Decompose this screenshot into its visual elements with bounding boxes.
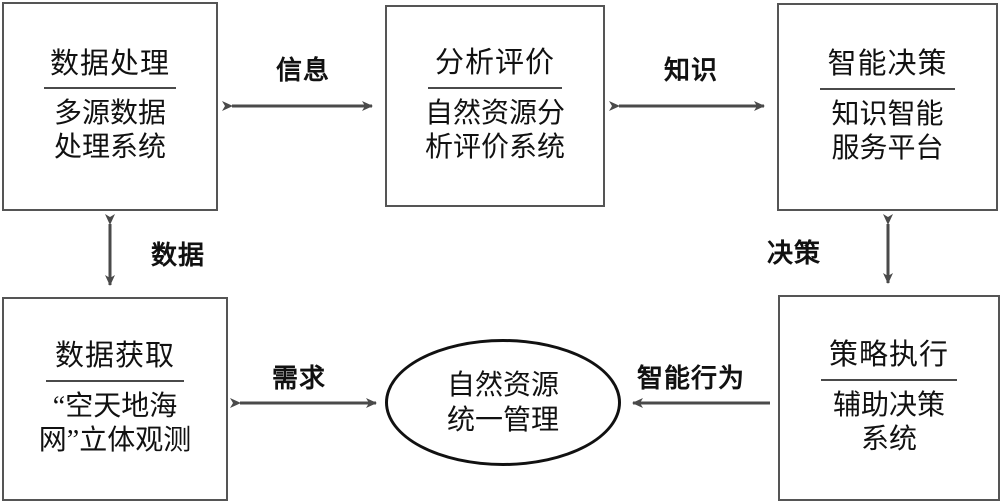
- node-strategy-execution[interactable]: 策略执行 辅助决策 系统: [778, 295, 1000, 501]
- edge-label-data: 数据: [151, 241, 206, 270]
- node-data-acquisition-title: 数据获取: [54, 340, 175, 373]
- edge-label-demand: 需求: [272, 364, 327, 393]
- node-strategy-execution-title: 策略执行: [828, 339, 949, 372]
- node-divider: [428, 86, 562, 89]
- node-smart-decision-subtitle-line2: 服务平台: [831, 132, 944, 164]
- node-analysis-evaluation-subtitle-line2: 析评价系统: [424, 131, 565, 163]
- node-data-processing-subtitle-line2: 处理系统: [53, 132, 166, 164]
- node-divider: [44, 87, 176, 90]
- node-data-acquisition-subtitle-line2: 网”立体观测: [38, 424, 192, 456]
- node-data-processing-title: 数据处理: [49, 47, 170, 80]
- node-smart-decision[interactable]: 智能决策 知识智能 服务平台: [777, 3, 998, 211]
- node-analysis-evaluation[interactable]: 分析评价 自然资源分 析评价系统: [385, 5, 605, 207]
- edge-label-knowledge: 知识: [664, 56, 719, 85]
- edge-label-smart-behavior: 智能行为: [637, 364, 746, 393]
- node-analysis-evaluation-subtitle-line1: 自然资源分: [424, 97, 565, 129]
- node-strategy-execution-subtitle-line1: 辅助决策: [832, 389, 945, 421]
- edge-label-information: 信息: [276, 56, 331, 85]
- node-unified-management-line1: 自然资源: [446, 369, 559, 401]
- node-data-acquisition-subtitle-line1: “空天地海: [52, 390, 178, 422]
- node-divider: [821, 378, 957, 381]
- node-divider: [820, 87, 955, 90]
- node-unified-management-line2: 统一管理: [446, 404, 559, 436]
- node-smart-decision-title: 智能决策: [827, 48, 948, 81]
- node-analysis-evaluation-title: 分析评价: [434, 47, 555, 80]
- node-data-processing[interactable]: 数据处理 多源数据 处理系统: [2, 2, 218, 211]
- node-unified-management[interactable]: 自然资源 统一管理: [385, 339, 621, 466]
- node-smart-decision-subtitle-line1: 知识智能: [831, 98, 944, 130]
- node-divider: [46, 379, 184, 382]
- edge-label-decision: 决策: [767, 239, 822, 268]
- node-data-acquisition[interactable]: 数据获取 “空天地海 网”立体观测: [2, 297, 228, 501]
- node-data-processing-subtitle-line1: 多源数据: [53, 98, 166, 130]
- node-strategy-execution-subtitle-line2: 系统: [860, 423, 917, 455]
